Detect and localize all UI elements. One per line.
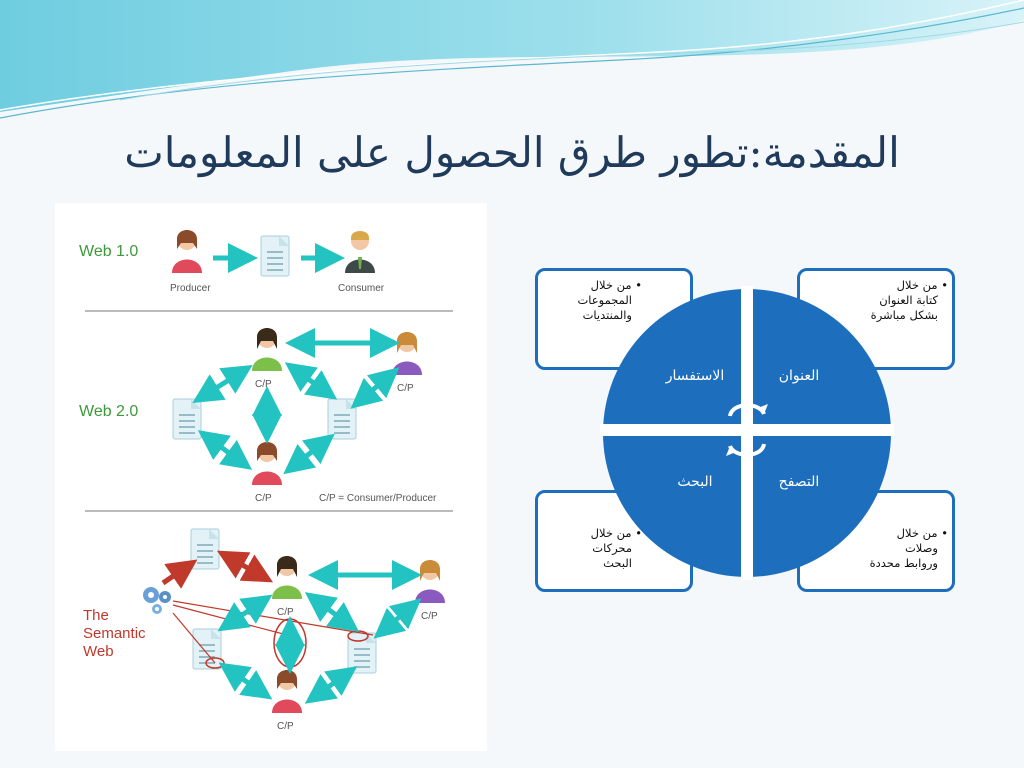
consumer-person-icon: [345, 231, 375, 273]
producer-person-icon: [172, 230, 202, 273]
web-evolution-figure: Web 1.0 Web 2.0 The Semantic Web Produce…: [55, 203, 487, 751]
page-title: المقدمة:تطور طرق الحصول على المعلومات: [124, 128, 900, 177]
cp-person-icon: [272, 670, 302, 713]
quadrant-label-browsing: التصفح: [778, 474, 820, 490]
web1-label: Web 1.0: [79, 243, 139, 260]
cp-label: C/P: [255, 493, 272, 504]
document-icon: [192, 628, 222, 670]
box-text-browsing: • من خلال وصلات وروابط محددة: [869, 526, 948, 570]
cp-person-icon: [392, 332, 422, 375]
cp-person-icon: [415, 560, 445, 603]
producer-label: Producer: [170, 283, 211, 294]
cp-legend: C/P = Consumer/Producer: [319, 493, 437, 504]
web2-label: Web 2.0: [79, 403, 139, 420]
document-icon: [260, 235, 290, 277]
web-evolution-diagram: [85, 230, 453, 713]
document-icon: [190, 528, 220, 570]
semantic-web-label: The Semantic Web: [83, 607, 146, 660]
box-text-address: • من خلال كتابة العنوان بشكل مباشرة: [870, 278, 948, 322]
cp-label: C/P: [277, 721, 294, 732]
cycle-circle-diagram: [600, 286, 894, 580]
quadrant-label-search: البحث: [677, 474, 713, 490]
cp-person-icon: [252, 442, 282, 485]
cp-person-icon: [252, 328, 282, 371]
box-text-search: • من خلال محركات البحث: [590, 526, 642, 570]
cp-label: C/P: [421, 611, 438, 622]
cp-person-icon: [272, 556, 302, 599]
quadrant-label-address: العنوان: [778, 368, 820, 384]
consumer-label: Consumer: [338, 283, 385, 294]
header-wave-decoration: [0, 0, 1024, 119]
document-icon: [327, 398, 357, 440]
cp-label: C/P: [397, 383, 414, 394]
cp-label: C/P: [255, 379, 272, 390]
quadrant-label-inquiry: الاستفسار: [665, 368, 725, 384]
document-icon: [347, 632, 377, 674]
gears-icon: [143, 587, 171, 614]
document-icon: [172, 398, 202, 440]
cp-label: C/P: [277, 607, 294, 618]
box-text-inquiry: • من خلال المجموعات والمنتديات: [577, 278, 642, 322]
